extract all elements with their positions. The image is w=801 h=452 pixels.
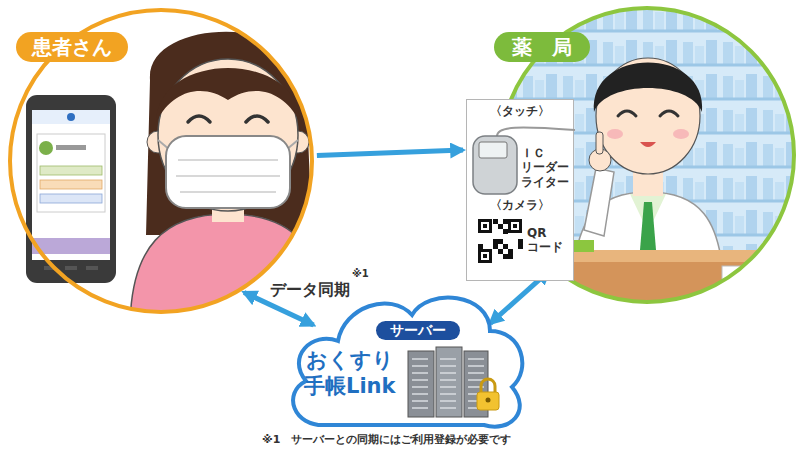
footnote: ※1 サーバーとの同期にはご利用登録が必要です — [262, 432, 511, 447]
smartphone — [26, 95, 116, 283]
service-name: おくすり 手帳Link — [304, 347, 396, 400]
footnote-mark: ※1 — [352, 268, 369, 279]
pharmacy-circle: 薬 局〈タッチ〉ＩＣ リーダー ライター〈カメラ〉QR コード — [498, 6, 796, 304]
lock-icon — [477, 379, 499, 410]
method-heading: 〈タッチ〉 — [467, 104, 573, 118]
device-label: ＩＣ リーダー ライター — [521, 146, 569, 189]
reader-graphics — [467, 100, 575, 282]
device-label: QR コード — [527, 226, 563, 255]
edge-label: データ同期 — [268, 280, 352, 301]
server-cloud: サーバーおくすり 手帳Link — [278, 285, 528, 435]
reader-panel: 〈タッチ〉 ＩＣ リーダー ライター〈カメラ〉 QR コード — [466, 99, 574, 281]
server-tag: サーバー — [376, 321, 460, 340]
patient-circle: 患者さん — [8, 8, 314, 314]
group-tab: 患者さん — [16, 32, 128, 62]
group-tab: 薬 局 — [494, 32, 590, 62]
flow-arrow — [317, 150, 463, 155]
server-rack — [408, 347, 488, 417]
method-heading: 〈カメラ〉 — [467, 198, 573, 212]
